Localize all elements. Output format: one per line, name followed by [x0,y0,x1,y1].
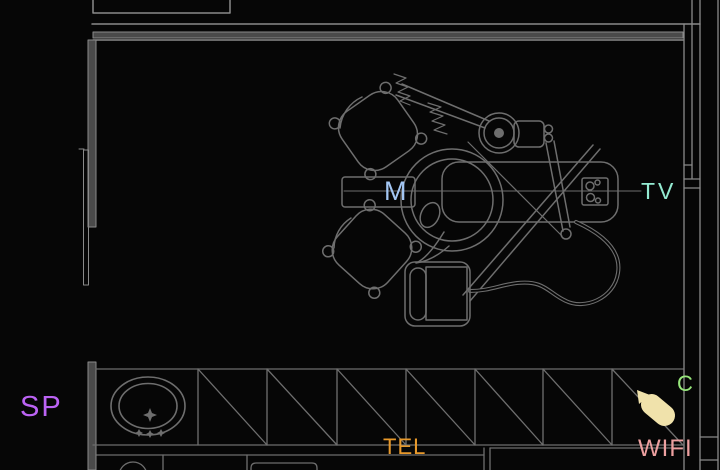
spring-icon [427,102,448,135]
wall-right [683,0,719,470]
faucet-star-icon [143,408,157,422]
spring-icon [393,73,411,106]
wall-top [91,0,701,41]
stool-armrest [333,217,352,249]
label-telephone: TEL [383,434,427,459]
counter-hatch [92,368,684,456]
label-wifi: WIFI [638,435,693,462]
label-monitor: M [384,176,408,206]
monitor-box [341,176,416,208]
delivery-cart [404,261,471,327]
assistant-stool [321,198,423,300]
suction-hose [468,220,621,307]
wall-left [78,39,97,470]
stool-armrest [339,96,363,129]
chair-foot-tip [415,231,450,264]
chair-arm [393,73,601,302]
label-c: C [677,371,694,396]
label-speaker: SP [20,391,63,423]
lower-cabinets [119,447,684,470]
drain-stars-icon [135,429,165,438]
dental-chair [341,73,642,302]
highlight-marker [637,390,676,426]
highlight-marker-icon [640,394,676,426]
cursor-triangle-icon [637,390,650,404]
label-tv: TV [641,178,677,204]
chair-control-box [581,177,609,206]
sink [110,376,186,438]
headrest [478,112,554,154]
doctor-stool [328,81,428,181]
